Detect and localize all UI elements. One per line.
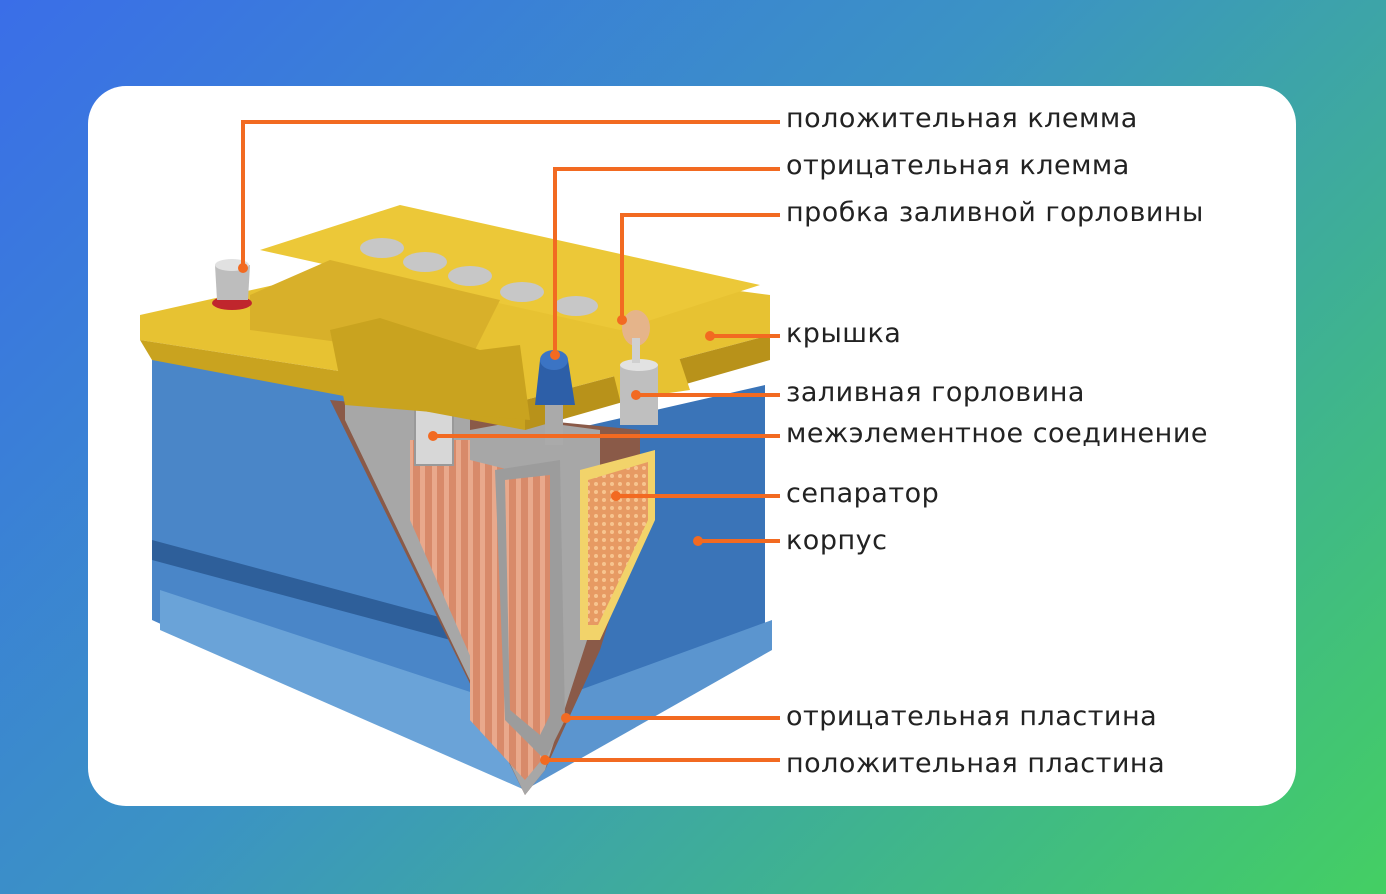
negative-terminal-post [535, 350, 575, 445]
label-case: корпус [786, 525, 888, 556]
label-intercell-connection: межэлементное соединение [786, 418, 1208, 449]
label-separator: сепаратор [786, 478, 940, 509]
leader-negative-terminal [553, 167, 780, 355]
label-negative-plate: отрицательная пластина [786, 701, 1158, 732]
label-filler-plug: пробка заливной горловины [786, 197, 1204, 228]
leader-dots [238, 263, 715, 765]
positive-terminal-post [212, 259, 252, 310]
leader-positive-terminal [241, 120, 780, 268]
label-positive-plate: положительная пластина [786, 748, 1166, 779]
leader-lines [241, 120, 780, 762]
leader-filler-plug [620, 213, 780, 320]
vent-caps [360, 238, 598, 316]
label-positive-terminal: положительная клемма [786, 103, 1138, 134]
battery-lid [140, 205, 770, 430]
cutaway-interior [330, 400, 655, 795]
label-filler-neck: заливная горловина [786, 377, 1085, 408]
label-negative-terminal: отрицательная клемма [786, 150, 1130, 181]
label-cover: крышка [786, 318, 902, 349]
